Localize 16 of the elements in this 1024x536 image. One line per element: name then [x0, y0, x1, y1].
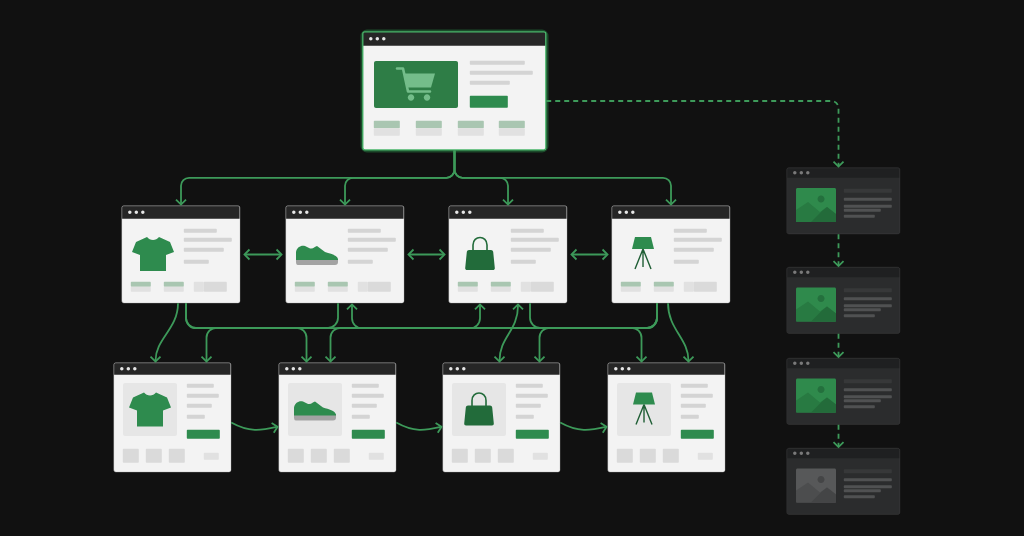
double-arrow	[493, 303, 524, 363]
arrow	[667, 302, 695, 363]
dashed-arrow	[832, 233, 845, 268]
double-arrow	[243, 248, 283, 261]
dashed-arrow	[545, 100, 845, 168]
arrow	[559, 421, 608, 434]
double-arrow	[407, 248, 446, 261]
dashed-arrow	[832, 332, 845, 359]
arrow	[395, 421, 443, 434]
arrow	[149, 302, 179, 363]
arrow	[453, 149, 677, 206]
arrow	[200, 302, 339, 363]
dashed-arrow	[832, 423, 845, 449]
arrow	[230, 421, 279, 434]
double-arrow	[570, 248, 609, 261]
arrow	[185, 302, 486, 330]
